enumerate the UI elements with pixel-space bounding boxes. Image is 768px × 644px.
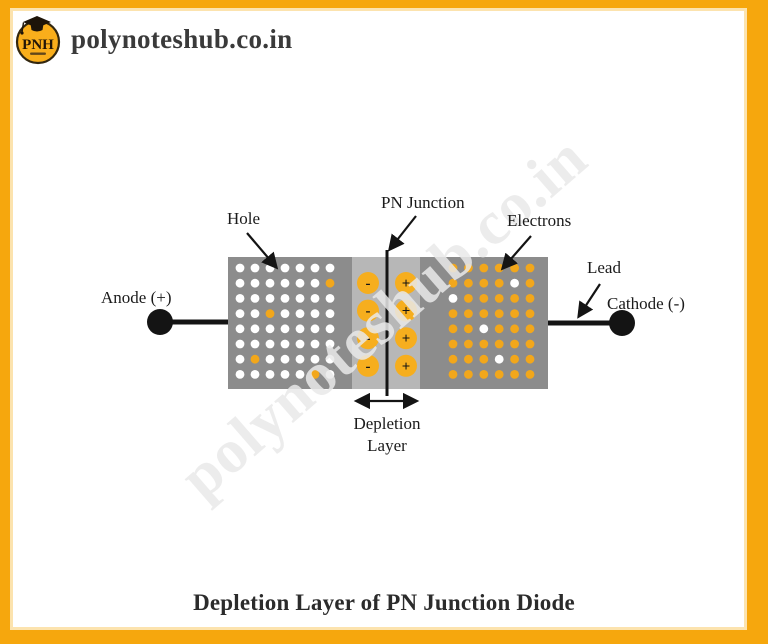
logo-text: PNH: [22, 37, 54, 53]
svg-text:+: +: [402, 331, 411, 347]
anode-label: Anode (+): [101, 288, 172, 307]
electrons-arrow: [500, 235, 532, 271]
n-region-block: [420, 257, 548, 389]
p-region-dots: [235, 263, 335, 379]
diagram-caption: Depletion Layer of PN Junction Diode: [193, 590, 575, 615]
svg-text:-: -: [366, 331, 371, 347]
brand-logo: PNH: [13, 15, 63, 65]
svg-text:+: +: [402, 304, 411, 320]
lead-arrow: [577, 283, 601, 319]
depletion-ions: - + - + - + - +: [357, 272, 417, 377]
depletion-layer-label-line2: Layer: [367, 436, 407, 455]
brand-name: polynoteshub.co.in: [71, 24, 293, 54]
hole-arrow: [246, 232, 279, 270]
svg-text:-: -: [366, 276, 371, 292]
pn-junction-label: PN Junction: [381, 193, 465, 212]
logo-tagline-mark: [30, 52, 46, 55]
lead-label: Lead: [587, 258, 621, 277]
anode-terminal: [147, 309, 173, 335]
cathode-terminal: [609, 310, 635, 336]
pn-junction-arrow: [387, 215, 417, 252]
svg-text:+: +: [402, 359, 411, 375]
p-region-block: [228, 257, 352, 389]
svg-text:+: +: [402, 276, 411, 292]
depletion-layer-label: Depletion Layer: [322, 413, 452, 457]
electrons-label: Electrons: [507, 211, 572, 230]
svg-text:-: -: [366, 304, 371, 320]
svg-text:-: -: [366, 359, 371, 375]
hole-label: Hole: [227, 209, 261, 228]
n-region-dots: [448, 263, 535, 379]
cathode-label: Cathode (-): [607, 294, 685, 313]
depletion-layer-label-line1: Depletion: [353, 414, 421, 433]
graduation-cap-icon: [20, 16, 51, 35]
